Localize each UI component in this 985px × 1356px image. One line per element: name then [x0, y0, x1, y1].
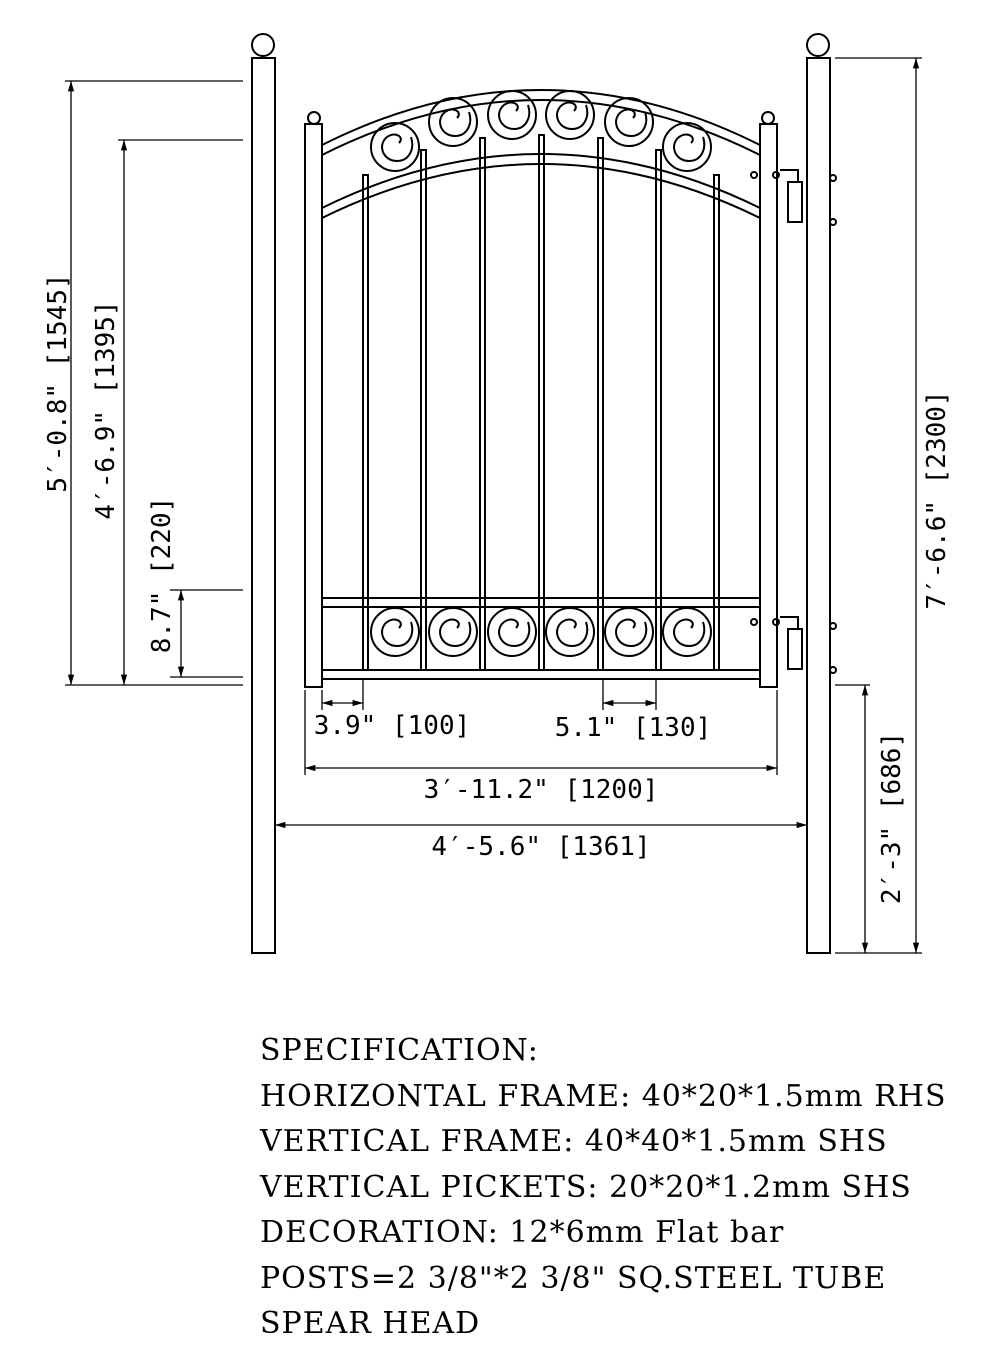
specification-block: SPECIFICATION: HORIZONTAL FRAME: 40*20*1…	[260, 1028, 947, 1347]
spec-line: HORIZONTAL FRAME: 40*20*1.5mm RHS	[260, 1078, 947, 1114]
spec-line: VERTICAL FRAME: 40*40*1.5mm SHS	[260, 1124, 888, 1159]
bottom-scroll-decorations	[370, 607, 712, 657]
right-post-cap-ball	[806, 33, 830, 57]
right-post	[806, 33, 831, 954]
top-scroll-decorations	[370, 90, 712, 172]
gate-frame	[304, 89, 778, 688]
gate-side-height-label: 4′-6.9" [1395]	[91, 300, 121, 519]
picket-spacing-label: 5.1" [130]	[555, 713, 712, 743]
spec-line: DECORATION: 12*6mm Flat bar	[260, 1215, 785, 1250]
vertical-pickets	[362, 134, 720, 671]
bottom-panel-height-label: 8.7" [220]	[147, 497, 177, 654]
overall-height-label: 7′-6.6" [2300]	[922, 390, 952, 609]
spec-line: SPEAR HEAD	[260, 1306, 481, 1341]
bottom-hinge	[750, 616, 837, 674]
ground-clearance-label: 2′-3" [686]	[877, 732, 907, 904]
spec-line: POSTS=2 3/8"*2 3/8" SQ.STEEL TUBE	[260, 1260, 887, 1296]
specification-title: SPECIFICATION:	[260, 1033, 539, 1068]
left-post	[251, 33, 276, 954]
post-spacing-label: 4′-5.6" [1361]	[431, 832, 650, 862]
gate-drawing: 5′-0.8" [1545] 4′-6.9" [1395] 8.7" [220]…	[43, 33, 952, 954]
left-post-cap-ball	[251, 33, 275, 57]
end-gap-label: 3.9" [100]	[314, 711, 471, 741]
spec-line: VERTICAL PICKETS: 20*20*1.2mm SHS	[260, 1169, 912, 1205]
gate-width-label: 3′-11.2" [1200]	[424, 775, 659, 805]
gate-end-height-label: 5′-0.8" [1545]	[43, 273, 73, 492]
top-hinge	[750, 169, 837, 226]
